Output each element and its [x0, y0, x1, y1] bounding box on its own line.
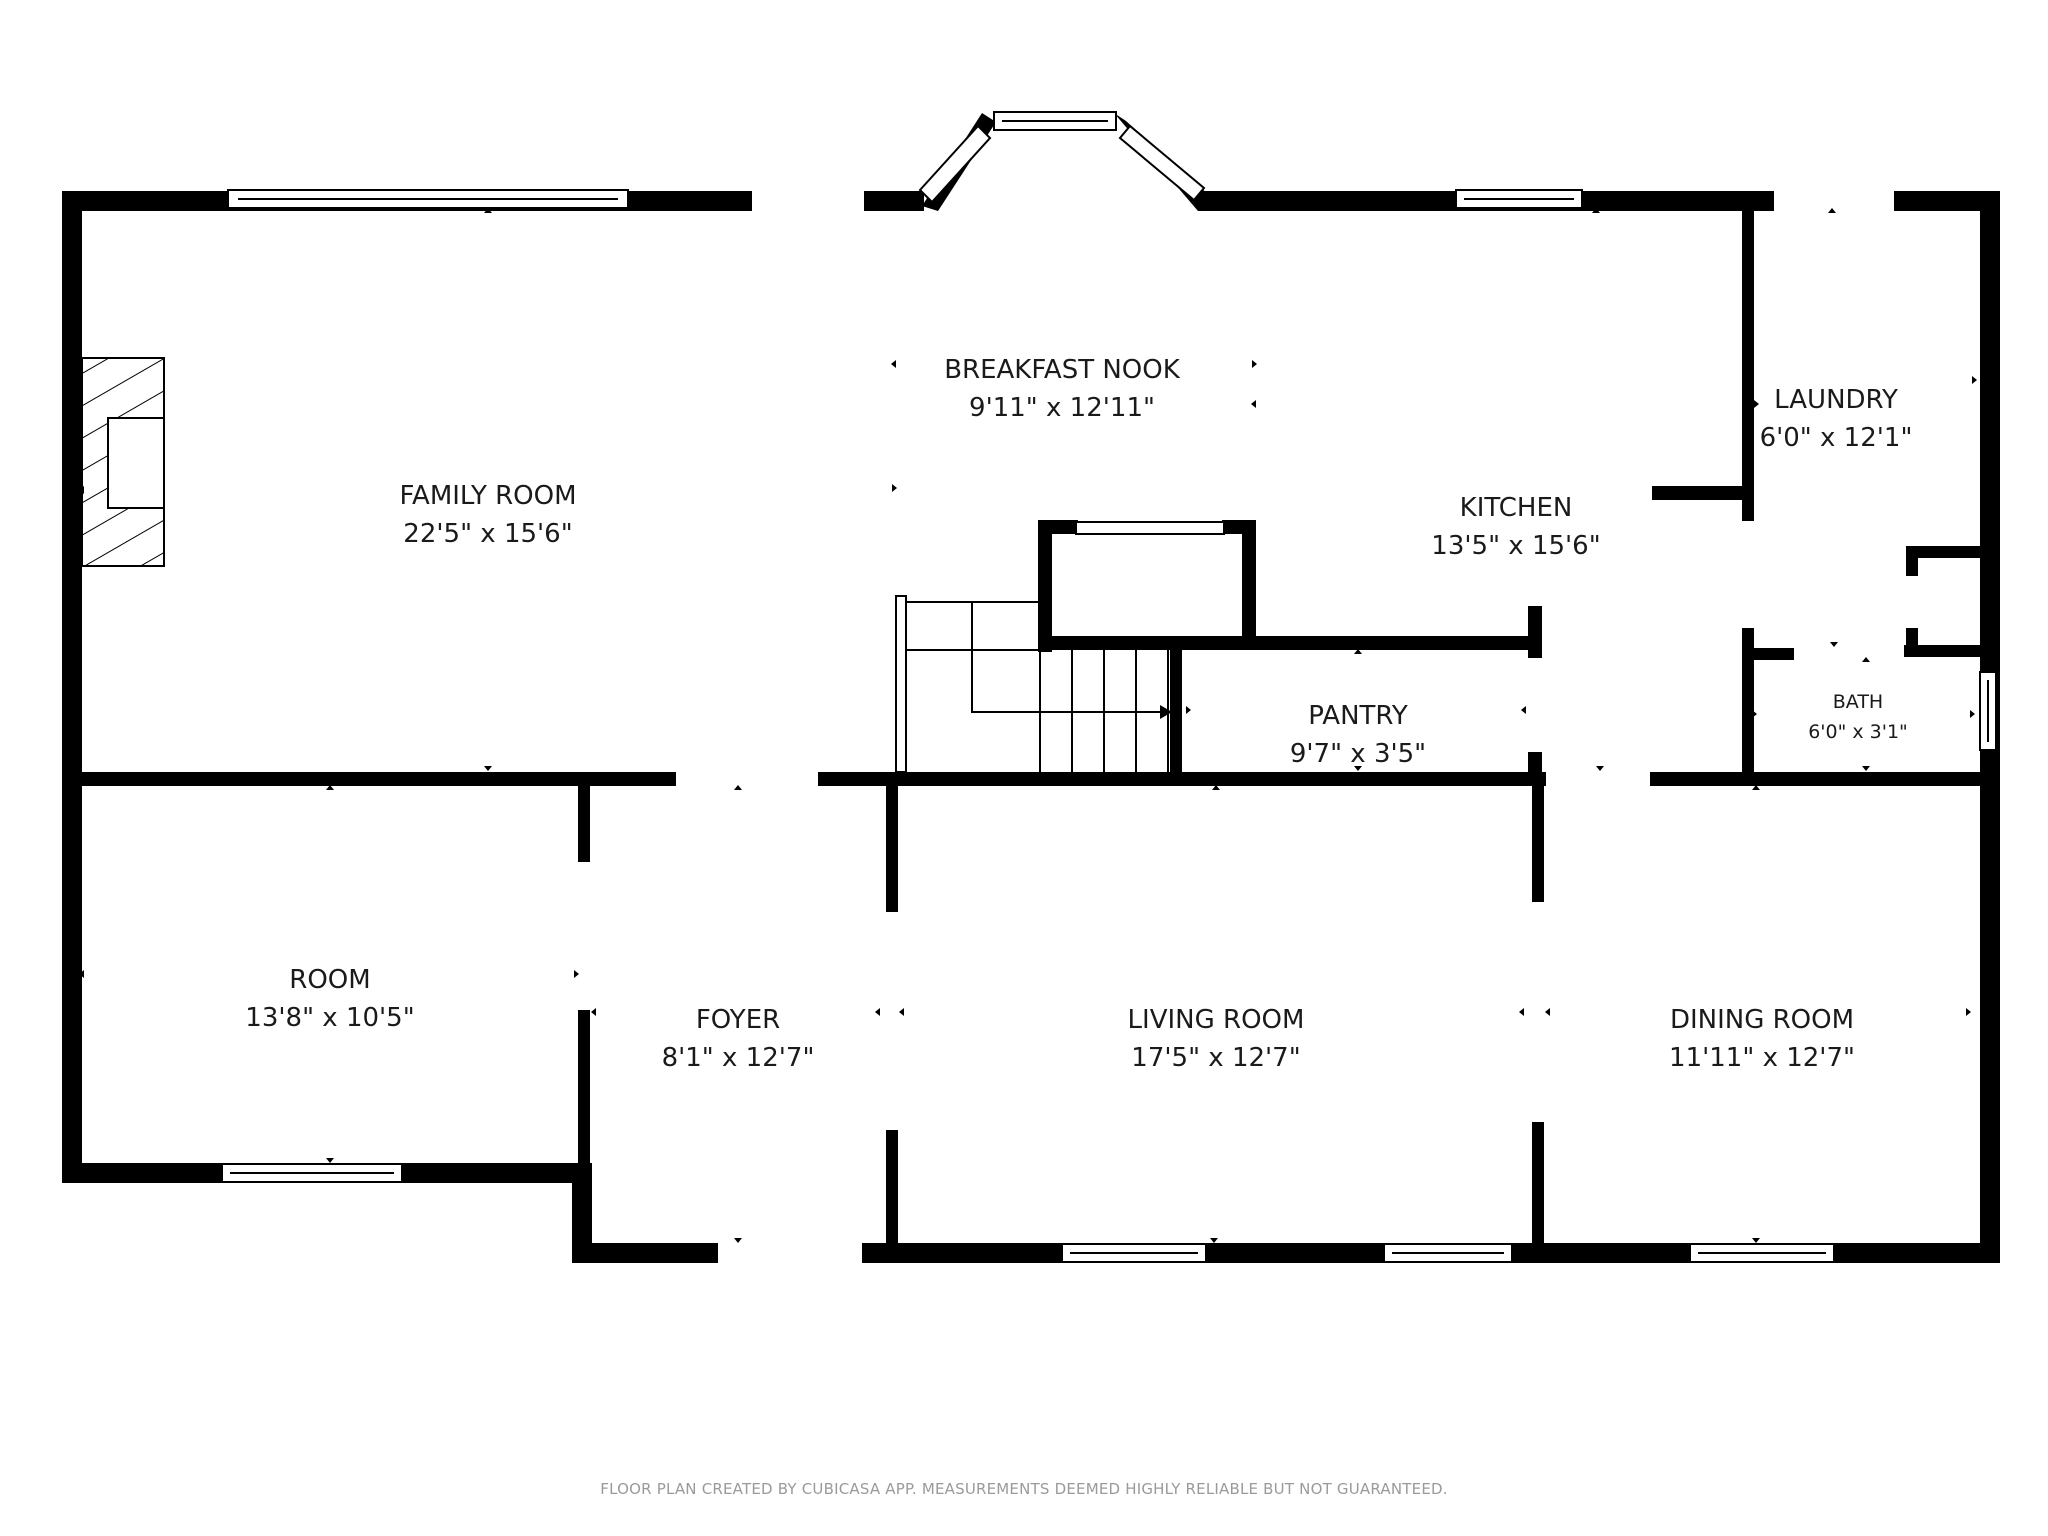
fireplace	[81, 357, 165, 567]
wall-left	[62, 191, 82, 1181]
living-room-name: LIVING ROOM	[1128, 1005, 1305, 1035]
wall-laundry-left-low	[1742, 628, 1754, 778]
window-bay-left	[918, 124, 992, 204]
walls	[62, 113, 2000, 1263]
laundry-name: LAUNDRY	[1774, 385, 1898, 415]
pantry-dim: 9'7" x 3'5"	[1290, 739, 1426, 769]
wall-top-laundry	[1894, 191, 1998, 211]
staircase	[895, 595, 1172, 773]
breakfast-nook-name: BREAKFAST NOOK	[944, 355, 1181, 385]
wall-foyer-living	[886, 786, 898, 912]
family-room-dim: 22'5" x 15'6"	[403, 519, 572, 549]
wall-room-foyer	[578, 786, 590, 862]
room-labels: FAMILY ROOM 22'5" x 15'6" BREAKFAST NOOK…	[245, 355, 1912, 1073]
breakfast-nook-dim: 9'11" x 12'11"	[969, 393, 1155, 423]
wall-laundry-left	[1742, 205, 1754, 521]
pantry-name: PANTRY	[1308, 701, 1408, 731]
dining-room-name: DINING ROOM	[1670, 1005, 1854, 1035]
kitchen-dim: 13'5" x 15'6"	[1431, 531, 1600, 561]
wall-kitchen-stub	[1652, 486, 1752, 500]
wall-living-dining	[1532, 786, 1544, 902]
wall-living-dining-low	[1532, 1122, 1544, 1250]
bath-name: BATH	[1833, 691, 1883, 713]
wall-closet-right	[1242, 520, 1256, 648]
windows	[221, 111, 1997, 1263]
wall-closet-small-side-low	[1906, 628, 1918, 656]
wall-pantry-left	[1170, 636, 1182, 786]
door-markers	[79, 208, 1977, 1243]
fireplace-firebox	[107, 417, 165, 509]
window-bay-right	[1118, 124, 1206, 202]
bath-dim: 6'0" x 3'1"	[1808, 721, 1908, 743]
wall-mid-right	[1650, 772, 2000, 786]
wall-foyer-jog	[572, 1163, 592, 1263]
wall-foyer-living-low	[886, 1130, 898, 1250]
wall-pantry-right	[1528, 606, 1542, 658]
footer-disclaimer: FLOOR PLAN CREATED BY CUBICASA APP. MEAS…	[600, 1480, 1448, 1498]
kitchen-name: KITCHEN	[1460, 493, 1573, 523]
family-room-name: FAMILY ROOM	[399, 481, 576, 511]
wall-mid-left	[62, 772, 676, 786]
room-dim: 13'8" x 10'5"	[245, 1003, 414, 1033]
wall-bottom-foyer-left	[572, 1243, 718, 1263]
laundry-dim: 6'0" x 12'1"	[1760, 423, 1913, 453]
room-name: ROOM	[289, 965, 370, 995]
wall-room-foyer-low	[578, 1010, 590, 1180]
foyer-name: FOYER	[696, 1005, 780, 1035]
wall-closet-small-side	[1906, 546, 1918, 576]
wall-closet-small	[1906, 546, 1998, 558]
foyer-dim: 8'1" x 12'7"	[662, 1043, 815, 1073]
wall-top-mid	[864, 191, 924, 211]
wall-bath-top-r	[1904, 645, 1998, 657]
wall-closet-left	[1038, 520, 1052, 652]
wall-pantry-top	[1038, 636, 1538, 650]
living-room-dim: 17'5" x 12'7"	[1131, 1043, 1300, 1073]
wall-bath-top-l	[1748, 648, 1794, 660]
wall-pantry-right-low	[1528, 752, 1542, 786]
dining-room-dim: 11'11" x 12'7"	[1669, 1043, 1855, 1073]
window-closet	[1075, 521, 1225, 535]
